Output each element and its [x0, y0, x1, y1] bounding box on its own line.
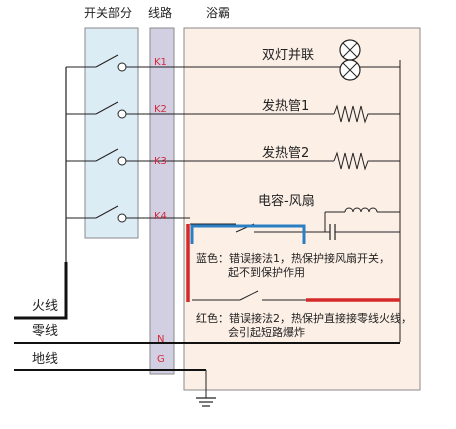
- note-blue-line-2: 起不到保护作用: [228, 265, 305, 279]
- switch-2: [95, 101, 334, 119]
- wrong-wiring-blue-bracket: [190, 224, 306, 244]
- switch-3: [95, 148, 334, 166]
- capacitor-icon: [310, 212, 400, 240]
- note-red-line-2: 会引起短路爆炸: [228, 325, 305, 339]
- label-heater-2: 发热管2: [262, 145, 309, 161]
- label-live: 火线: [32, 299, 58, 314]
- header-switch-section: 开关部分: [84, 5, 132, 20]
- label-double-lamp: 双灯并联: [262, 48, 314, 63]
- terminal-k3: K3: [154, 156, 167, 167]
- heater-1-resistor-icon: [333, 104, 400, 124]
- red-thermal-blade: [239, 290, 259, 301]
- ground-icon: [196, 397, 216, 407]
- terminal-g: G: [157, 354, 165, 365]
- terminal-k4: K4: [154, 211, 167, 222]
- lamp-icon-top: [339, 39, 361, 61]
- live-wire: [14, 262, 68, 320]
- label-capacitor-fan: 电容-风扇: [258, 193, 315, 209]
- terminal-n: N: [157, 334, 164, 345]
- yuba-box: [183, 27, 421, 391]
- switch-4: [95, 205, 190, 223]
- fan-coil-icon: [325, 207, 400, 213]
- label-ground: 地线: [32, 352, 58, 367]
- note-blue-line-1: 蓝色：错误接法1，热保护接风扇开关，: [196, 251, 390, 265]
- label-neutral: 零线: [32, 324, 58, 339]
- terminal-k2: K2: [154, 104, 167, 115]
- label-heater-1: 发热管1: [262, 98, 309, 114]
- switch-box: [84, 27, 139, 239]
- lamp-icon-bottom: [339, 59, 361, 81]
- note-red-line-1: 红色：错误接法2，热保护直接接零线火线，: [196, 311, 412, 325]
- header-yuba: 浴霸: [206, 6, 230, 20]
- heater-2-resistor-icon: [333, 151, 400, 171]
- header-wiring: 线路: [148, 5, 172, 20]
- terminal-strip: [149, 27, 175, 375]
- terminal-k1: K1: [154, 57, 167, 68]
